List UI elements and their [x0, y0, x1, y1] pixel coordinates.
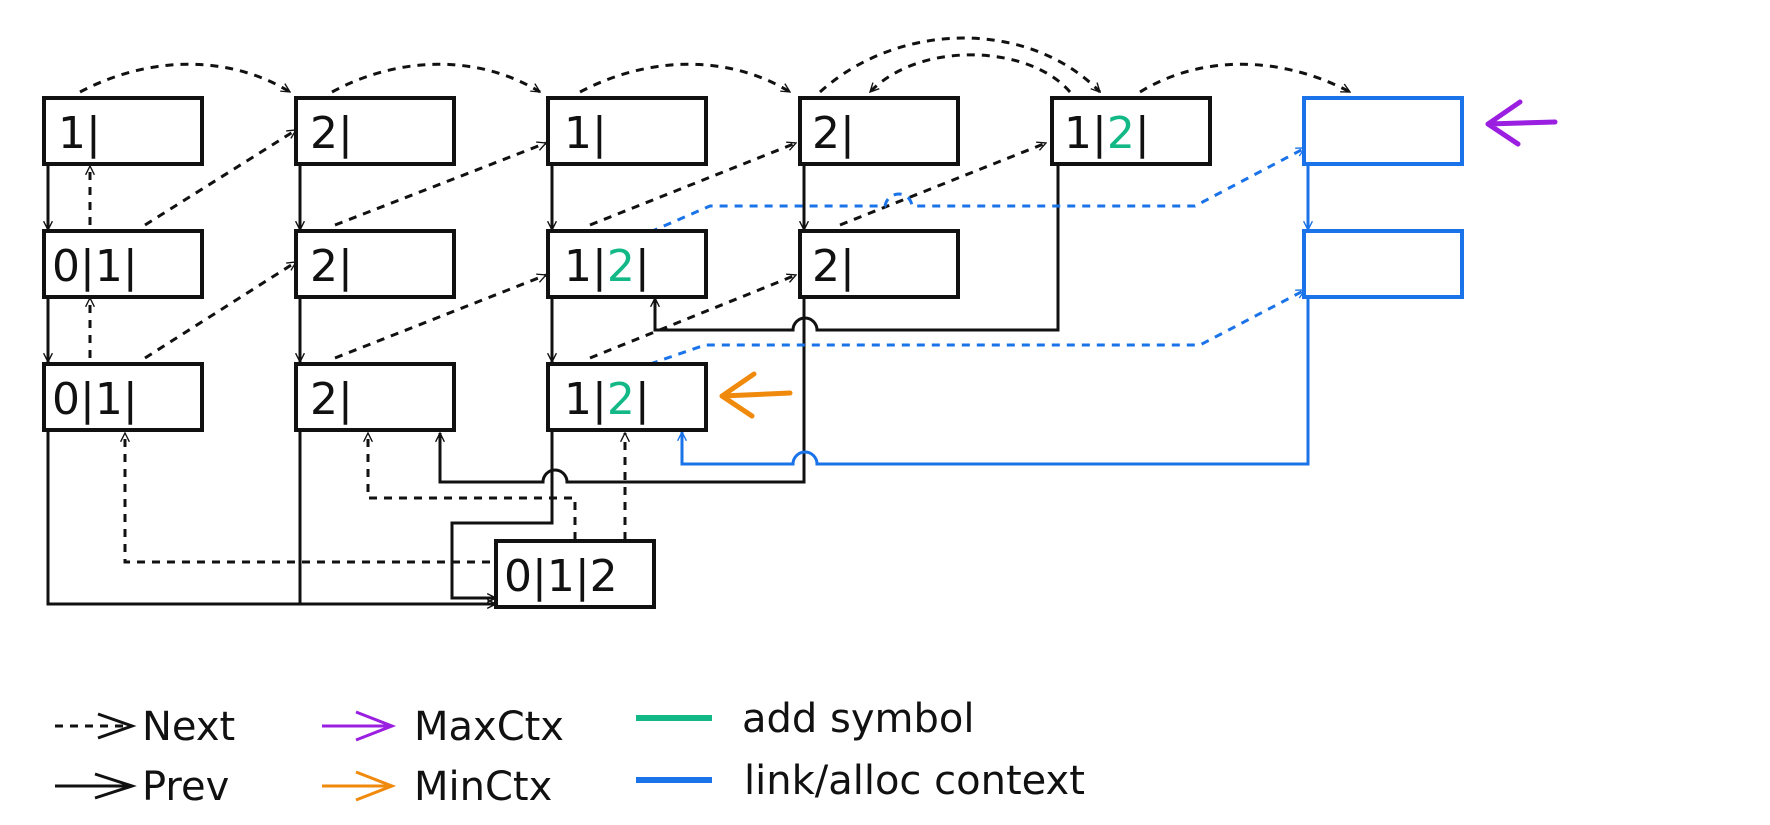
node-label-tail: |: [635, 241, 650, 292]
node-label: 0|1|: [52, 374, 138, 425]
next-edges: [79, 36, 1350, 564]
node-e1: 1|2|: [1050, 96, 1212, 166]
link-edge: [649, 146, 1305, 234]
node-label-tail: |: [1135, 108, 1150, 159]
node-label: 1|: [564, 374, 607, 425]
node-d2: 2|: [798, 229, 960, 299]
link-alloc-edges: [649, 146, 1310, 466]
node-label-tail: |: [635, 374, 650, 425]
legend-max-ctx: MaxCtx: [322, 704, 564, 750]
next-edge: [868, 53, 1072, 92]
legend-max-ctx-swatch: [322, 710, 397, 742]
legend-min-ctx-label: MinCtx: [414, 764, 552, 810]
legend-prev: Prev: [55, 764, 229, 810]
max-ctx-pointer: [1485, 99, 1558, 147]
legend-add-symbol-label: add symbol: [742, 696, 974, 742]
added-symbol: 2: [607, 374, 635, 425]
next-edge: [589, 143, 796, 227]
link-edge: [682, 298, 1310, 466]
node-label: 2|: [310, 241, 353, 292]
node-label: 2|: [812, 241, 855, 292]
legend-prev-arrowhead: [94, 772, 137, 800]
added-symbol: 2: [1107, 108, 1135, 159]
prev-edges: [46, 166, 1060, 604]
legend-min-ctx: MinCtx: [322, 764, 552, 810]
legend-link-alloc: link/alloc context: [636, 758, 1085, 804]
node-g: 0|1|2: [494, 539, 656, 609]
node-b2: 2|: [294, 229, 456, 299]
node-a3: 0|1|: [42, 362, 204, 432]
node-label: 2|: [812, 108, 855, 159]
legend-prev-label: Prev: [142, 764, 229, 810]
link-edge: [649, 288, 1305, 366]
svg-text:2|: 2|: [310, 241, 353, 292]
svg-text:0|1|2: 0|1|2: [504, 551, 618, 602]
next-edge: [579, 62, 790, 94]
next-edge: [839, 143, 1046, 227]
next-edge: [334, 275, 546, 360]
legend-next-arrowhead: [97, 712, 137, 740]
svg-text:1|: 1|: [564, 108, 607, 159]
node-a1: 1|: [42, 96, 204, 166]
legend-min-ctx-swatch: [322, 770, 397, 802]
legend-next: Next: [55, 704, 235, 750]
next-edge: [1139, 62, 1350, 94]
min-ctx-pointer: [719, 371, 793, 419]
node-label: 0|1|2: [504, 551, 618, 602]
svg-text:1|2|: 1|2|: [564, 374, 650, 425]
svg-text:1|2|: 1|2|: [1064, 108, 1150, 159]
svg-text:2|: 2|: [310, 108, 353, 159]
legend-next-label: Next: [142, 704, 235, 750]
node-label: 1|: [564, 241, 607, 292]
node-d1: 2|: [798, 96, 960, 166]
node-label: 2|: [310, 374, 353, 425]
svg-text:1|: 1|: [58, 108, 101, 159]
next-edge: [79, 62, 290, 94]
next-edge: [125, 433, 490, 564]
prev-edge: [450, 430, 554, 598]
nodes: 1| 0|1| 0|1| 2| 2| 2| 1| 1|2|: [42, 96, 1464, 609]
node-label: 2|: [310, 108, 353, 159]
svg-text:2|: 2|: [812, 108, 855, 159]
next-edge: [331, 62, 540, 94]
node-f2: [1302, 229, 1464, 299]
added-symbol: 2: [607, 241, 635, 292]
node-b3: 2|: [294, 362, 456, 432]
node-c1: 1|: [546, 96, 708, 166]
next-edge: [368, 433, 577, 540]
node-label: 0|1|: [52, 241, 138, 292]
node-c2: 1|2|: [546, 229, 708, 299]
legend-add-symbol: add symbol: [636, 696, 974, 742]
svg-text:0|1|: 0|1|: [52, 241, 138, 292]
node-label: 1|: [564, 108, 607, 159]
node-c3: 1|2|: [546, 362, 708, 432]
node-a2: 0|1|: [42, 229, 204, 299]
svg-text:2|: 2|: [310, 374, 353, 425]
next-edge: [334, 143, 546, 227]
svg-text:2|: 2|: [812, 241, 855, 292]
next-edge: [818, 36, 1102, 94]
node-label: 1|: [58, 108, 101, 159]
node-f1: [1302, 96, 1464, 166]
prev-edge: [440, 298, 806, 484]
legend-link-alloc-label: link/alloc context: [744, 758, 1085, 804]
next-edge: [589, 275, 796, 360]
node-label: 1|: [1064, 108, 1107, 159]
svg-text:0|1|: 0|1|: [52, 374, 138, 425]
prev-edge: [46, 430, 496, 604]
node-b1: 2|: [294, 96, 456, 166]
legend: Next Prev MaxCtx MinCtx add symbol link/…: [55, 696, 1085, 810]
legend-max-ctx-label: MaxCtx: [414, 704, 564, 750]
svg-text:1|2|: 1|2|: [564, 241, 650, 292]
